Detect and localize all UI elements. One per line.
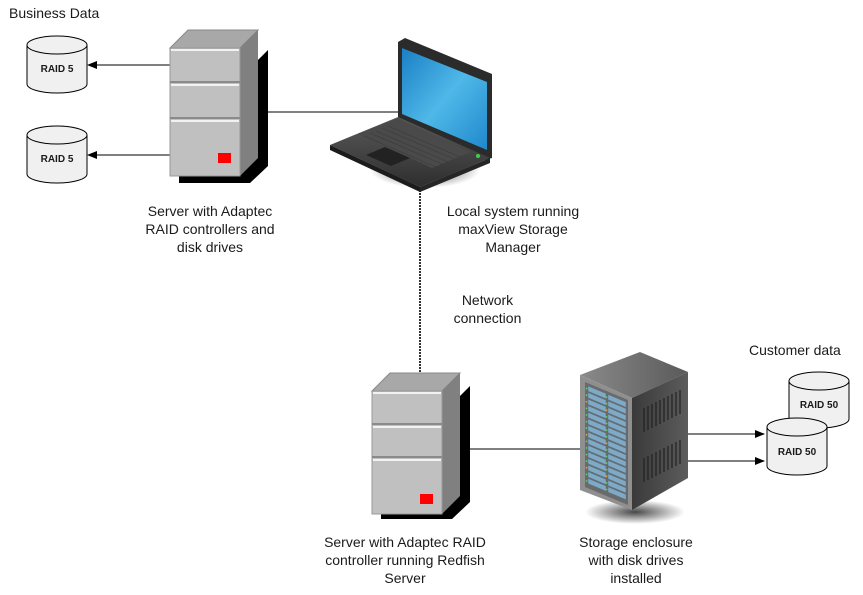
- drive-bay-led: [585, 387, 588, 390]
- caption-line: disk drives: [176, 239, 244, 255]
- drive-bay: [607, 473, 627, 487]
- drive-bay-led: [605, 416, 608, 418]
- drive-bay-led: [585, 473, 588, 476]
- drive-bay-led: [605, 402, 608, 405]
- drive-bay-led: [605, 396, 608, 398]
- server-top-icon: [168, 29, 268, 183]
- drive-bay-led: [585, 394, 588, 397]
- drive-bay-led: [605, 482, 608, 484]
- drive-bay: [587, 438, 607, 452]
- caption-line: installed: [610, 570, 662, 586]
- drive-bay-led: [585, 466, 588, 469]
- laptop-icon: [330, 38, 492, 192]
- customer-disk-2: RAID 50: [766, 417, 828, 476]
- server-top-indicator-light: [218, 153, 231, 163]
- drive-bay: [587, 471, 607, 485]
- drive-bay-led: [605, 409, 608, 412]
- drive-bay: [607, 394, 627, 408]
- drive-bay-led: [605, 475, 608, 478]
- rack-drive-bays: [585, 385, 627, 500]
- server-bottom-indicator-light: [420, 494, 433, 504]
- business-disk-1: RAID 5: [26, 35, 88, 94]
- drive-bay-led: [585, 400, 588, 403]
- drive-bay: [587, 398, 607, 413]
- drive-bay: [587, 412, 607, 426]
- drive-bay-led: [585, 447, 588, 449]
- caption-line: Storage enclosure: [579, 534, 693, 550]
- drive-bay-led: [585, 433, 588, 436]
- drive-bay-led: [585, 453, 588, 456]
- customer-disk-1-label: RAID 50: [800, 400, 839, 411]
- drive-bay: [607, 466, 627, 481]
- business-data-title: Business Data: [9, 5, 100, 21]
- drive-bay-led: [585, 460, 588, 463]
- server-bottom-icon: [370, 372, 470, 519]
- drive-bay-led: [585, 414, 588, 416]
- customer-disk-2-label: RAID 50: [778, 447, 817, 458]
- drive-bay-led: [585, 407, 588, 410]
- drive-bay: [607, 460, 627, 474]
- drive-bay: [587, 425, 607, 439]
- drive-bay: [587, 405, 607, 419]
- drive-bay-led: [605, 422, 608, 425]
- caption-line: with disk drives: [588, 552, 684, 568]
- drive-bay-led: [605, 488, 608, 491]
- drive-bay: [607, 413, 627, 428]
- business-disk-2-label: RAID 5: [41, 154, 74, 165]
- caption-line: RAID controllers and: [145, 221, 275, 237]
- drive-bay: [587, 478, 607, 492]
- drive-bay: [607, 453, 627, 467]
- drive-bay: [607, 433, 627, 448]
- server-top-caption: Server with Adaptec RAID controllers and…: [130, 202, 290, 256]
- customer-data-title: Customer data: [749, 342, 841, 358]
- caption-line: Server with Adaptec: [147, 203, 273, 219]
- caption-line: Local system running: [446, 203, 580, 219]
- storage-enclosure-icon: [580, 352, 688, 524]
- drive-bay-led: [605, 449, 608, 451]
- drive-bay: [587, 458, 607, 472]
- caption-line: connection: [453, 310, 522, 326]
- drive-bay: [607, 427, 627, 441]
- drive-bay: [607, 420, 627, 434]
- drive-bay: [587, 445, 607, 459]
- drive-bay-led: [605, 462, 608, 464]
- caption-line: Network: [461, 292, 514, 308]
- drive-bay-led: [585, 440, 588, 443]
- drive-bay: [587, 431, 607, 446]
- drive-bay: [587, 418, 607, 433]
- drive-bay: [607, 407, 627, 421]
- drive-bay: [607, 446, 627, 461]
- network-caption: Network connection: [440, 291, 535, 327]
- laptop-caption: Local system running maxView Storage Man…: [428, 202, 598, 256]
- drive-bay-led: [585, 480, 588, 482]
- caption-line: controller running Redfish: [325, 552, 485, 568]
- drive-bay-led: [585, 427, 588, 430]
- caption-line: Server with Adaptec RAID: [324, 534, 486, 550]
- caption-line: maxView Storage: [458, 221, 568, 237]
- drive-bay: [587, 464, 607, 479]
- drive-bay-led: [605, 468, 608, 471]
- drive-bay: [587, 385, 607, 400]
- enclosure-caption: Storage enclosure with disk drives insta…: [556, 533, 716, 587]
- drive-bay: [607, 479, 627, 494]
- drive-bay-led: [605, 435, 608, 438]
- connections: [87, 61, 765, 465]
- drive-bay-led: [585, 420, 588, 423]
- server-bottom-caption: Server with Adaptec RAID controller runn…: [305, 533, 505, 587]
- drive-bay-led: [605, 442, 608, 445]
- drive-bay-led: [605, 455, 608, 458]
- drive-bay: [607, 440, 627, 454]
- caption-line: Server: [384, 570, 426, 586]
- drive-bay: [607, 400, 627, 415]
- business-disk-2: RAID 5: [26, 125, 88, 184]
- drive-bay: [587, 451, 607, 466]
- drive-bay: [607, 486, 627, 500]
- drive-bay-led: [605, 429, 608, 431]
- laptop-power-led: [476, 154, 480, 158]
- business-disk-1-label: RAID 5: [41, 64, 74, 75]
- drive-bay: [587, 392, 607, 406]
- caption-line: Manager: [485, 239, 541, 255]
